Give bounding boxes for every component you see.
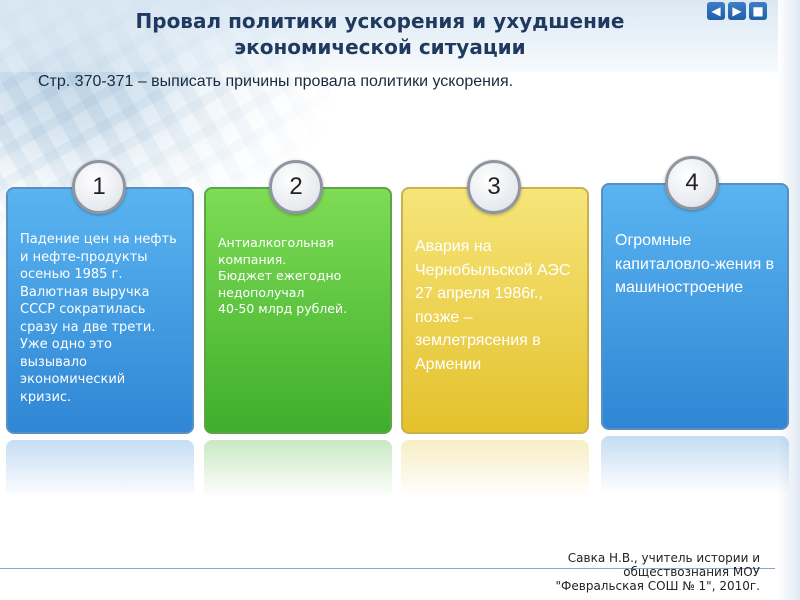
number-badge-1: 1 bbox=[72, 160, 126, 214]
slide-title: Провал политики ускорения и ухудшение эк… bbox=[90, 8, 670, 60]
number-badge-4: 4 bbox=[665, 156, 719, 210]
reason-card-4: Огромные капиталовло-жения в машинострое… bbox=[601, 183, 789, 430]
reason-3-text: Авария на Чернобыльской АЭС 27 апреля 19… bbox=[415, 238, 571, 373]
stop-icon[interactable]: ■ bbox=[749, 2, 767, 20]
card-2-reflection bbox=[204, 440, 392, 498]
reason-card-1: Падение цен на нефть и нефте-продукты ос… bbox=[6, 187, 194, 434]
credit-line-3: "Февральская СОШ № 1", 2010г. bbox=[555, 579, 760, 593]
credit-line-2: обществознания МОУ bbox=[623, 565, 760, 579]
reason-card-3: Авария на Чернобыльской АЭС 27 апреля 19… bbox=[401, 187, 589, 434]
author-credit: Савка Н.В., учитель истории и обществозн… bbox=[480, 551, 760, 593]
card-1-reflection bbox=[6, 440, 194, 498]
next-icon[interactable]: ▶ bbox=[728, 2, 746, 20]
reason-2-text: Антиалкогольная компания. Бюджет ежегодн… bbox=[218, 235, 348, 316]
card-4-reflection bbox=[601, 436, 789, 494]
header-band bbox=[0, 0, 800, 72]
slide-nav: ◀ ▶ ■ bbox=[707, 2, 767, 20]
credit-line-1: Савка Н.В., учитель истории и bbox=[567, 551, 760, 565]
assignment-text: Стр. 370-371 – выписать причины провала … bbox=[38, 73, 514, 90]
reason-1-text: Падение цен на нефть и нефте-продукты ос… bbox=[20, 232, 177, 405]
side-decoration bbox=[778, 0, 800, 600]
reason-card-2: Антиалкогольная компания. Бюджет ежегодн… bbox=[204, 187, 392, 434]
reason-4-text: Огромные капиталовло-жения в машинострое… bbox=[615, 232, 775, 296]
footer-divider bbox=[0, 568, 775, 569]
title-line-1: Провал политики ускорения и ухудшение bbox=[135, 9, 625, 33]
title-line-2: экономической ситуации bbox=[234, 35, 526, 59]
number-badge-3: 3 bbox=[467, 160, 521, 214]
prev-icon[interactable]: ◀ bbox=[707, 2, 725, 20]
number-badge-2: 2 bbox=[269, 160, 323, 214]
card-3-reflection bbox=[401, 440, 589, 498]
